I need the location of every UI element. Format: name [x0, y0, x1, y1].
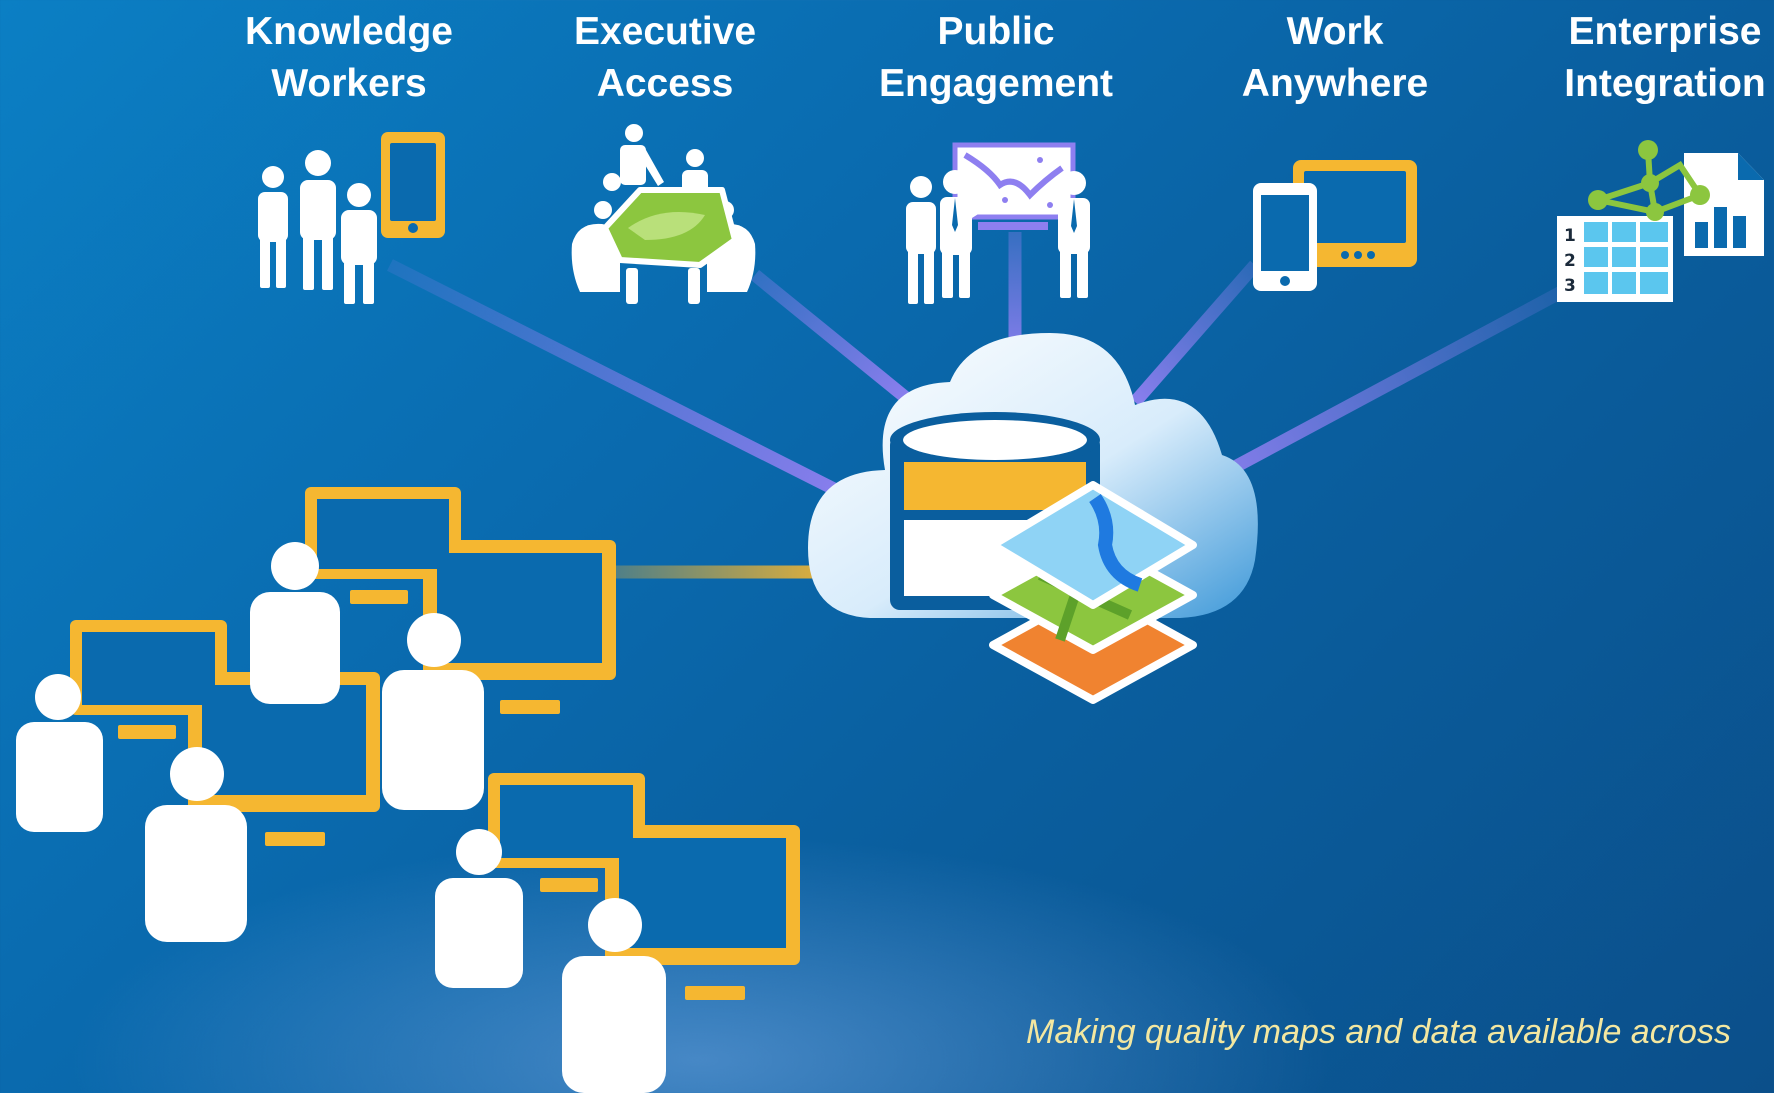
database-icon [890, 412, 1100, 610]
connector-work-anywhere [1130, 260, 1260, 407]
category-enterprise-integration-label: Enterprise Integration [1500, 6, 1774, 110]
map-layers-icon [989, 481, 1197, 704]
desktop-users-icon [16, 487, 800, 1093]
connector-executive-access [750, 269, 910, 403]
connector-lines [387, 232, 1569, 579]
category-label-line2: Engagement [878, 62, 1114, 105]
cloud-database-map-layers-icon [808, 333, 1258, 704]
svg-text:1: 1 [1564, 226, 1576, 246]
category-label-line2: Integration [1564, 62, 1766, 105]
category-work-anywhere-label: Work Anywhere [1170, 6, 1500, 110]
public-engagement-icon [906, 142, 1090, 304]
category-label-line2: Access [596, 62, 734, 105]
knowledge-workers-icon [258, 132, 445, 304]
category-knowledge-workers-label: Knowledge Workers [184, 6, 514, 110]
category-executive-access-label: Executive Access [500, 6, 830, 110]
connector-enterprise-integration [1201, 284, 1569, 489]
caption-text: Making quality maps and data available a… [1026, 1013, 1731, 1051]
category-label-line1: Executive [573, 10, 757, 53]
category-label-line2: Anywhere [1241, 62, 1429, 105]
work-anywhere-icon [1253, 160, 1417, 291]
category-label-line2: Workers [271, 62, 427, 105]
svg-text:3: 3 [1564, 276, 1576, 296]
executive-access-icon [571, 124, 756, 304]
category-label-line1: Work [1286, 10, 1384, 53]
category-label-line1: Public [937, 10, 1055, 53]
category-public-engagement-label: Public Engagement [831, 6, 1161, 110]
enterprise-integration-icon: 1 2 3 [1557, 140, 1764, 302]
svg-text:2: 2 [1564, 251, 1576, 271]
connector-knowledge-workers [387, 259, 843, 498]
category-label-line1: Knowledge [244, 10, 453, 53]
category-label-line1: Enterprise [1568, 10, 1762, 53]
